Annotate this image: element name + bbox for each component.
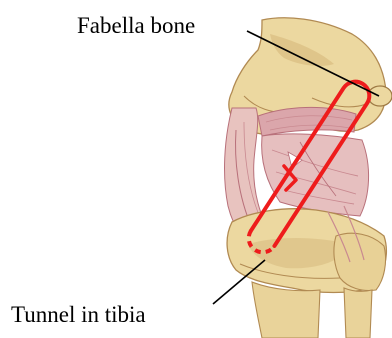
- fibula-shaft: [344, 288, 372, 338]
- tibia-shaft: [252, 282, 320, 338]
- fabella-bone: [368, 86, 392, 106]
- knee-illustration: [225, 18, 392, 338]
- fabella-bone-label: Fabella bone: [77, 14, 195, 37]
- tibia-tunnel-label: Tunnel in tibia: [11, 303, 146, 326]
